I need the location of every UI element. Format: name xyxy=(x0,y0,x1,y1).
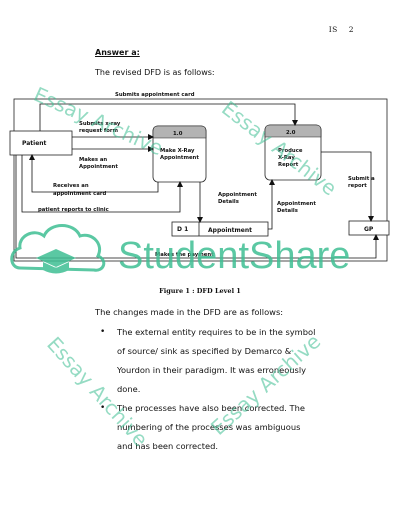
flow-submit-report-label1: Submit a xyxy=(348,176,375,182)
flow-appt-details-2-label2: Details xyxy=(277,208,298,214)
gp-label: GP xyxy=(364,226,374,233)
bullet-1-line-1: The external entity requires to be in th… xyxy=(117,327,316,337)
bullet-1-line-4: done. xyxy=(117,384,141,394)
process-2-number: 2.0 xyxy=(286,130,296,136)
flow-reports-clinic-label: patient reports to clinic xyxy=(38,207,109,213)
data-store-name: Appointment xyxy=(208,227,252,234)
process-2-name-line1: Produce xyxy=(278,148,303,154)
process-1-name-line2: Appointment xyxy=(160,155,199,161)
process-2-name-line2: X-Ray xyxy=(278,155,295,161)
flow-submits-card xyxy=(39,103,298,131)
page-header: IS 2 xyxy=(321,25,354,34)
data-store-id: D 1 xyxy=(177,226,188,233)
flow-makes-appt-label2: Appointment xyxy=(79,164,118,170)
studentshare-watermark: StudentShare xyxy=(10,224,350,277)
bullet-2-line-1: The processes have also been corrected. … xyxy=(117,403,305,413)
graduation-cap-icon xyxy=(36,249,76,267)
process-2-header xyxy=(264,124,322,138)
flow-appt-details-1-label2: Details xyxy=(218,199,239,205)
flow-submit-report xyxy=(321,151,374,222)
flow-receives-card xyxy=(29,154,159,193)
flow-reports-clinic xyxy=(21,155,183,213)
flow-appt-details-1-label1: Appointment xyxy=(218,192,257,198)
bullet-1-line-3: Yourdon in their paradigm. It was errone… xyxy=(117,365,307,375)
flow-payment xyxy=(15,155,379,259)
bullet-item-1: • The external entity requires to be in … xyxy=(100,323,340,399)
bullet-1-line-2: of source/ sink as specified by Demarco … xyxy=(117,346,292,356)
header-course: IS xyxy=(328,25,338,34)
process-1-header xyxy=(152,125,207,139)
figure-caption: Figure 1 : DFD Level 1 xyxy=(159,287,241,295)
process-1-number: 1.0 xyxy=(173,131,183,137)
diagram-frame xyxy=(13,98,388,262)
flow-submit-report-label2: report xyxy=(348,183,367,189)
changes-intro: The changes made in the DFD are as follo… xyxy=(95,307,284,317)
process-1-name-line1: Make X-Ray xyxy=(160,148,195,154)
flow-makes-appt-label1: Makes an xyxy=(79,157,107,163)
flow-receives-card-label1: Receives an xyxy=(53,183,89,189)
flow-submits-card-label: Submits appointment card xyxy=(115,92,195,98)
flow-submits-xray-label1: Submits x-ray xyxy=(79,121,121,127)
flow-appt-details-2-label1: Appointment xyxy=(277,201,316,207)
flow-submits-xray-label2: request form xyxy=(79,128,118,134)
bullet-2-line-2: numbering of the processes was ambiguous xyxy=(117,422,301,432)
bullet-dot-icon: • xyxy=(100,327,106,337)
patient-label: Patient xyxy=(22,140,47,147)
flow-payment-label: Makes the payment xyxy=(155,252,214,258)
flow-receives-card-label2: appointment card xyxy=(53,191,107,197)
intro-text: The revised DFD is as follows: xyxy=(95,68,215,77)
answer-heading: Answer a: xyxy=(95,48,140,57)
cloud-icon xyxy=(10,224,106,272)
bullet-item-2: • The processes have also been corrected… xyxy=(100,399,340,456)
page-number: 2 xyxy=(348,25,354,34)
process-2-name-line3: Report xyxy=(278,162,299,168)
patient-entity xyxy=(9,130,73,156)
bullet-2-line-3: and has been corrected. xyxy=(117,441,218,451)
flow-appt-details-2 xyxy=(268,179,275,230)
bullet-dot-icon: • xyxy=(100,403,106,413)
studentshare-wordmark: StudentShare xyxy=(118,235,350,277)
